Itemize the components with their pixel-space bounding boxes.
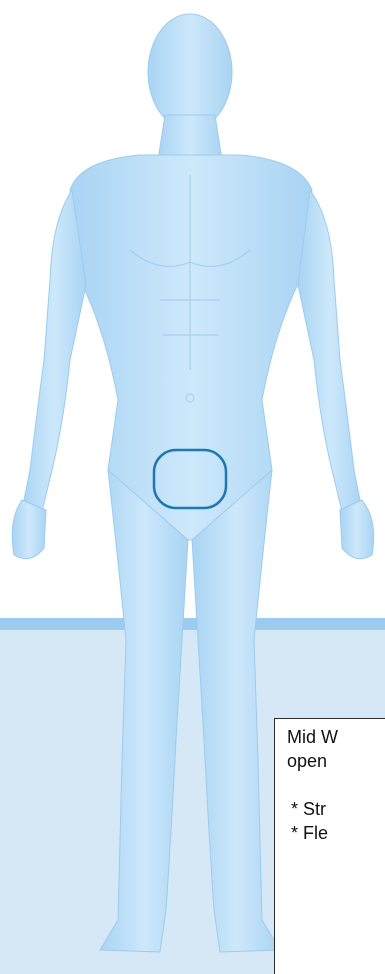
info-bullet: * Fle: [287, 821, 385, 845]
info-heading-line2: open: [287, 749, 385, 773]
info-spacer: [287, 773, 385, 797]
info-bullet: * Str: [287, 797, 385, 821]
info-panel: Mid W open * Str * Fle: [274, 718, 385, 974]
info-heading-line1: Mid W: [287, 725, 385, 749]
